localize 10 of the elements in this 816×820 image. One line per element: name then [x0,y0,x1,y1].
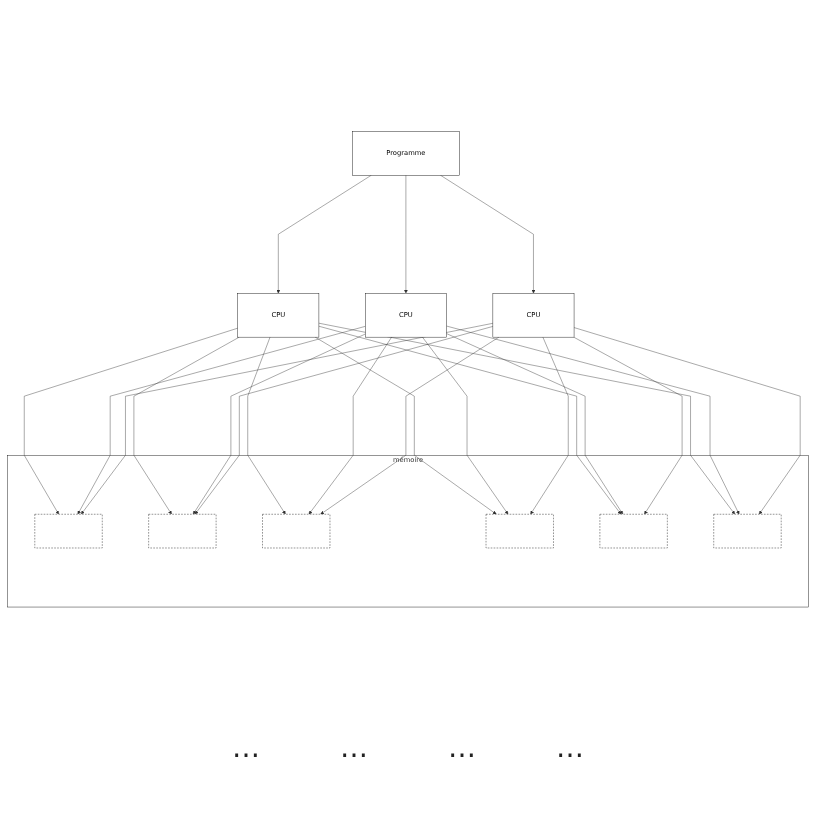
ellipsis-label: ⋯ [232,740,260,772]
ellipsis-label: ⋯ [448,740,476,772]
node-box [599,514,668,549]
ellipsis-label: ⋯ [556,740,584,772]
ellipsis-label: ⋯ [340,740,368,772]
node-box [713,514,782,549]
node-box [148,514,217,549]
node-box [34,514,103,549]
node-box [262,514,331,549]
node-box [485,514,554,549]
